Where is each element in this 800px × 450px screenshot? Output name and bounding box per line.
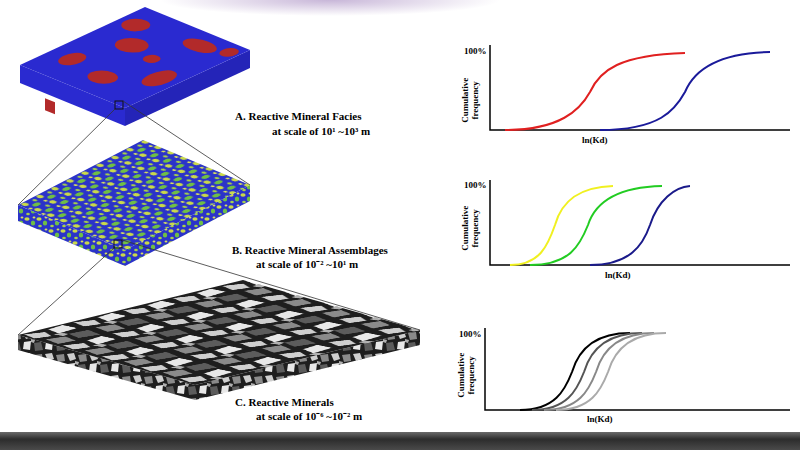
scale-note: at scale of 10⁻⁶ ~10⁻² m (256, 410, 362, 423)
axis-title: ln(Kd) (582, 135, 608, 145)
axis-title: ln(Kd) (605, 270, 631, 280)
axis-title: ln(Kd) (587, 414, 613, 424)
axis-tick: 100% (459, 329, 482, 339)
panel-title: B. Reactive Mineral Assemblages (232, 244, 388, 257)
axis-tick: 100% (464, 46, 487, 56)
axis-title: Cumulative frequency (460, 71, 481, 129)
panel-title: A. Reactive Mineral Facies (235, 110, 361, 123)
scale-note: at scale of 10⁻² ~10¹ m (256, 258, 358, 271)
axis-title: Cumulative frequency (456, 346, 477, 404)
scale-note: at scale of 10¹ ~10³ m (272, 125, 370, 138)
axis-tick: 100% (464, 180, 487, 190)
panel-title: C. Reactive Minerals (235, 396, 334, 409)
axis-title: Cumulative frequency (460, 199, 481, 257)
